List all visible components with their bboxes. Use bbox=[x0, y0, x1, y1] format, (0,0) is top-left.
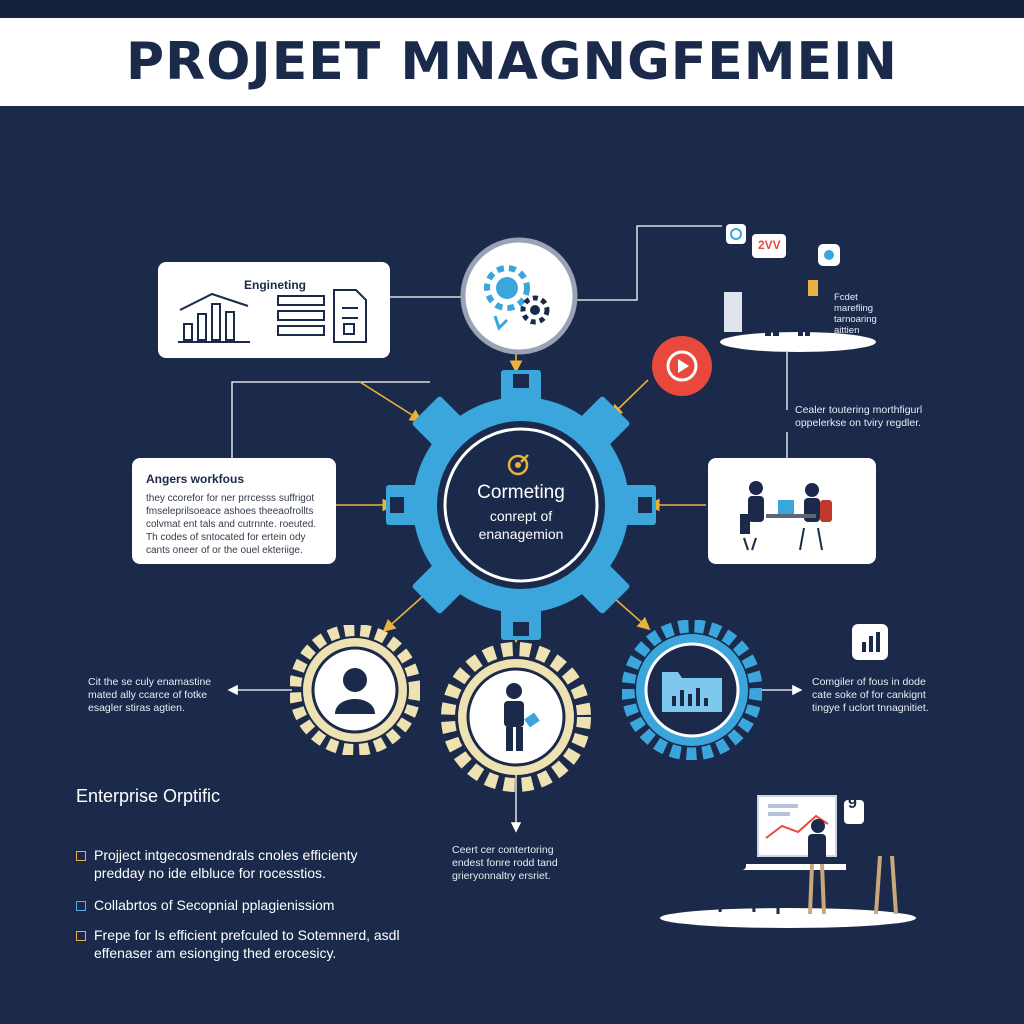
team-meeting-illustration bbox=[740, 481, 832, 551]
top-band bbox=[0, 0, 1024, 18]
bullet-marker bbox=[76, 901, 86, 911]
bullet-marker bbox=[76, 851, 86, 861]
gears-icon bbox=[460, 237, 578, 355]
folder-chart-icon bbox=[662, 672, 722, 712]
folder-gear bbox=[622, 620, 762, 760]
small-number: 9 bbox=[848, 795, 857, 812]
workflows-card-body: they ccorefor for ner prrcesss suffrigot… bbox=[146, 493, 317, 556]
team-card bbox=[708, 458, 876, 564]
right-low-text: Comgiler of fous in dode cate soke of fo… bbox=[812, 676, 929, 714]
page-title: PROJEET MNAGNGFEMEIN bbox=[126, 32, 898, 92]
enterprise-title: Enterprise Orptific bbox=[76, 786, 221, 806]
person-gear bbox=[290, 625, 420, 755]
title-bar: PROJEET MNAGNGFEMEIN bbox=[0, 18, 1024, 106]
analytics-icon bbox=[852, 624, 888, 660]
center-low-text: Ceert cer contertoring endest fonre rodd… bbox=[452, 844, 558, 882]
worker-gear bbox=[441, 642, 591, 792]
left-mid-text: Cit the se culy enamastine mated ally cc… bbox=[88, 676, 212, 714]
worker-icon bbox=[504, 683, 524, 751]
enterprise-bullet-1: Projject intgecosmendrals cnoles efficie… bbox=[76, 846, 406, 882]
target-icon bbox=[507, 454, 529, 476]
speech-bubble-text: 2VV bbox=[758, 238, 781, 252]
center-subtitle-line1: conrept of bbox=[489, 508, 553, 524]
central-gear bbox=[386, 370, 656, 640]
workflows-card-title: Angers workfous bbox=[146, 472, 245, 486]
play-icon bbox=[652, 336, 712, 396]
engineering-card-title: Engineting bbox=[244, 278, 306, 292]
right-top-text: Fcdet marefling tarnoaring aittien bbox=[834, 292, 877, 336]
right-mid-text: Cealer toutering morthfigurl oppelerkse … bbox=[795, 404, 923, 429]
engineering-card-icons bbox=[178, 289, 367, 343]
engineering-card: Engineting bbox=[158, 262, 390, 358]
bullet-marker bbox=[76, 931, 86, 941]
workflows-card: Angers workfous they ccorefor for ner pr… bbox=[132, 458, 336, 564]
top-right-illustration bbox=[720, 224, 876, 352]
person-icon bbox=[335, 668, 375, 714]
enterprise-bullet-3: Frepe for ls efficient prefculed to Sote… bbox=[76, 926, 406, 962]
center-subtitle-line2: enanagemion bbox=[478, 526, 564, 542]
bar-chart-icon bbox=[178, 292, 250, 343]
enterprise-bullet-2: Collabrtos of Secopnial pplagienissiom bbox=[76, 896, 406, 914]
document-icon bbox=[333, 289, 367, 343]
center-title: Cormeting bbox=[477, 482, 565, 503]
office-illustration bbox=[660, 795, 916, 928]
